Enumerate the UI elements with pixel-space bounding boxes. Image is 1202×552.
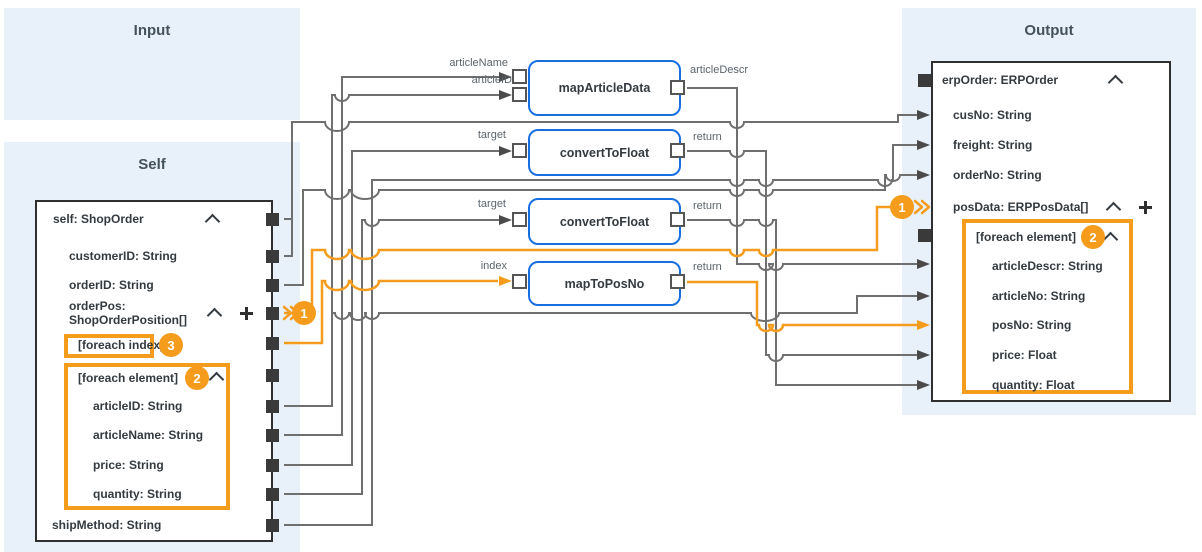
function-mapArticleData[interactable]: mapArticleData	[528, 60, 681, 116]
port-handle[interactable]	[266, 429, 279, 442]
port-handle[interactable]	[918, 229, 931, 242]
output-row-posNo[interactable]: posNo: String	[992, 318, 1072, 332]
mapping-order-badge: 2	[185, 366, 209, 390]
output-port[interactable]	[670, 274, 685, 289]
port-handle[interactable]	[266, 307, 279, 320]
output-row-foreach-element[interactable]: [foreach element]	[976, 230, 1077, 244]
output-row-orderNo[interactable]: orderNo: String	[953, 168, 1042, 182]
port-label-articleDescr: articleDescr	[690, 64, 749, 76]
foreach-element-highlight	[962, 219, 1133, 394]
wire-return1-price[interactable]	[687, 150, 917, 362]
wire-price-convertToFloat1[interactable]	[284, 150, 499, 466]
output-root-row[interactable]: erpOrder: ERPOrder	[942, 73, 1059, 87]
wire-return2-quantity[interactable]	[687, 219, 917, 386]
output-row-articleNo[interactable]: articleNo: String	[992, 289, 1086, 303]
output-row-articleDescr[interactable]: articleDescr: String	[992, 259, 1103, 273]
output-row-price[interactable]: price: Float	[992, 348, 1057, 362]
mapping-order-badge: 1	[890, 195, 914, 219]
port-label-return: return	[693, 200, 722, 212]
self-row-foreach-index[interactable]: [foreach index]	[78, 338, 165, 352]
port-handle[interactable]	[266, 213, 279, 226]
function-label: mapArticleData	[558, 81, 651, 95]
function-mapToPosNo[interactable]: mapToPosNo	[528, 261, 681, 306]
port-handle[interactable]	[266, 250, 279, 263]
self-row-foreach-element[interactable]: [foreach element]	[78, 371, 179, 385]
mapping-order-badge: 3	[159, 333, 183, 357]
mapping-order-badge: 1	[292, 301, 316, 325]
plus-icon[interactable]	[1139, 201, 1152, 214]
port-label-return: return	[693, 261, 722, 273]
plus-icon[interactable]	[240, 307, 253, 320]
port-handle[interactable]	[266, 400, 279, 413]
wire-customerID-cusNo[interactable]	[284, 114, 917, 257]
wire-articleID-articleNo[interactable]	[332, 295, 917, 322]
self-panel-title: Self	[138, 156, 166, 173]
input-port[interactable]	[512, 69, 527, 84]
port-handle[interactable]	[266, 369, 279, 382]
self-row-articleID[interactable]: articleID: String	[93, 399, 183, 413]
arrowheads-orange	[499, 276, 930, 330]
function-convertToFloat-2[interactable]: convertToFloat	[528, 198, 681, 245]
wire-quantity-convertToFloat2[interactable]	[284, 219, 499, 495]
port-label-articleID: articleID	[471, 74, 512, 86]
self-row-shipMethod[interactable]: shipMethod: String	[52, 518, 162, 532]
input-panel-title: Input	[133, 22, 171, 39]
input-panel: Input	[4, 8, 300, 120]
self-row-price[interactable]: price: String	[93, 458, 164, 472]
output-row-posData[interactable]: posData: ERPPosData[]	[953, 200, 1089, 214]
port-label-index: index	[480, 260, 507, 272]
self-row-customerID[interactable]: customerID: String	[69, 249, 178, 263]
self-row-orderPos-type[interactable]: ShopOrderPosition[]	[69, 313, 187, 327]
port-handle[interactable]	[266, 459, 279, 472]
wire-return3-posNo[interactable]	[687, 280, 917, 333]
self-root-row[interactable]: self: ShopOrder	[53, 212, 144, 226]
wire-foreachIndex-mapToPosNo[interactable]	[284, 279, 498, 345]
output-port[interactable]	[670, 143, 685, 158]
input-port[interactable]	[512, 274, 527, 289]
self-row-orderPos[interactable]: orderPos:	[69, 299, 126, 313]
function-convertToFloat-1[interactable]: convertToFloat	[528, 129, 681, 176]
output-port[interactable]	[670, 212, 685, 227]
port-label-target: target	[477, 129, 506, 141]
port-handle[interactable]	[266, 488, 279, 501]
self-row-orderID[interactable]: orderID: String	[69, 278, 154, 292]
output-row-freight[interactable]: freight: String	[953, 138, 1033, 152]
output-panel-title: Output	[1024, 22, 1074, 39]
self-row-articleName[interactable]: articleName: String	[93, 428, 204, 442]
port-handle[interactable]	[266, 337, 279, 350]
arrowheads-gray	[499, 72, 930, 390]
port-handle[interactable]	[918, 74, 931, 87]
input-port[interactable]	[512, 143, 527, 158]
input-port[interactable]	[512, 212, 527, 227]
foreach-marker-target-icon	[913, 199, 931, 215]
output-port[interactable]	[670, 80, 685, 95]
output-row-cusNo[interactable]: cusNo: String	[953, 108, 1032, 122]
port-handle[interactable]	[266, 279, 279, 292]
self-row-quantity[interactable]: quantity: String	[93, 487, 182, 501]
port-label-target: target	[477, 198, 506, 210]
wire-orderPos-posData[interactable]	[284, 205, 914, 315]
function-label: convertToFloat	[559, 214, 650, 229]
function-label: mapToPosNo	[564, 276, 645, 291]
port-label-return: return	[693, 131, 722, 143]
port-label-articleName: articleName	[449, 57, 508, 69]
output-row-quantity[interactable]: quantity: Float	[992, 378, 1075, 392]
function-label: convertToFloat	[559, 145, 650, 160]
foreach-index-highlight	[64, 334, 154, 358]
port-handle[interactable]	[266, 519, 279, 532]
wire-articleID-mapArticleData[interactable]	[284, 94, 499, 407]
wire-articleName-mapArticleData[interactable]	[284, 76, 499, 436]
foreach-element-highlight	[64, 363, 230, 510]
mapping-order-badge: 2	[1081, 225, 1105, 249]
wire-articleDescr-out[interactable]	[687, 87, 917, 271]
input-port[interactable]	[512, 87, 527, 102]
